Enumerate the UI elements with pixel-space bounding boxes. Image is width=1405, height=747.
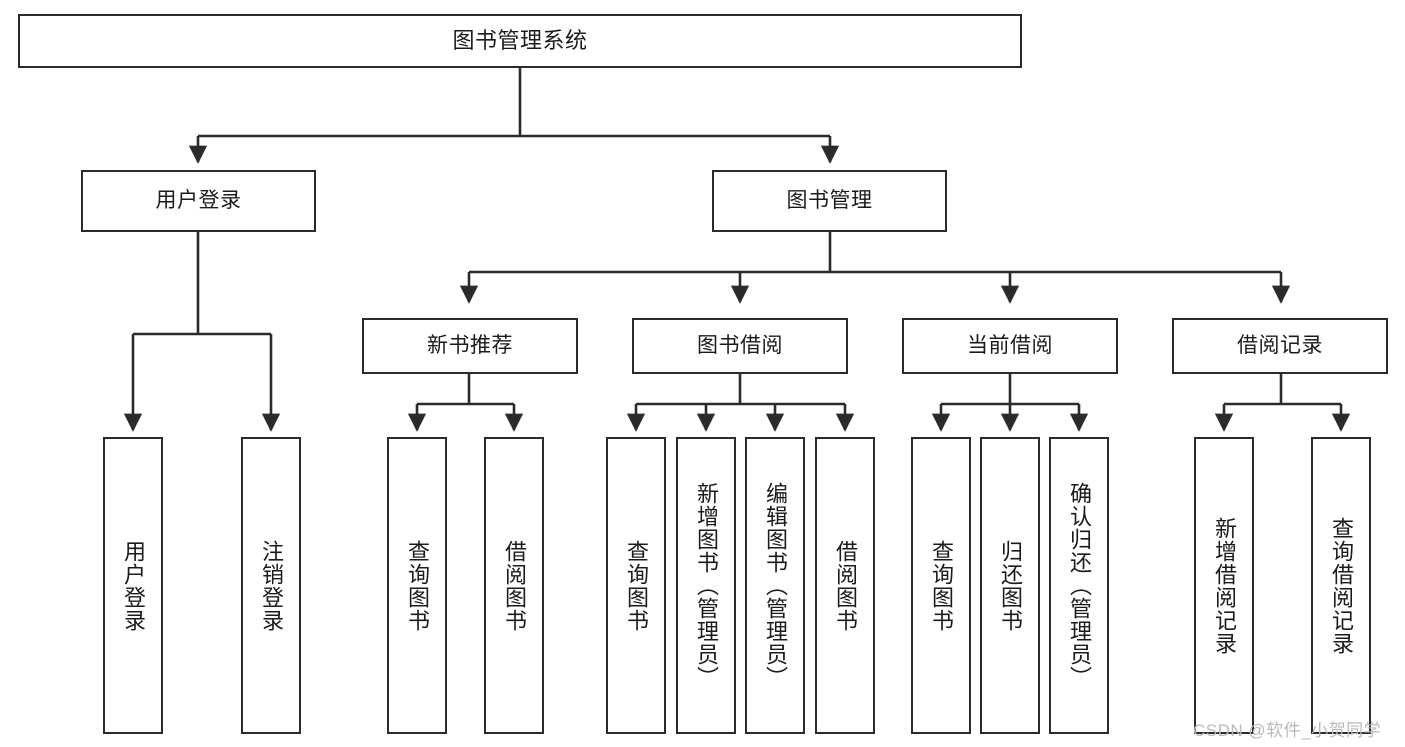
leaf-borrow-query-book[interactable]: 查询图书 — [606, 437, 666, 734]
node-new-book-recommend[interactable]: 新书推荐 — [362, 318, 578, 374]
node-label: 图书管理系统 — [452, 28, 588, 54]
node-label: 图书借阅 — [697, 333, 783, 357]
leaf-record-query-record[interactable]: 查询借阅记录 — [1311, 437, 1371, 734]
node-book-borrow[interactable]: 图书借阅 — [632, 318, 848, 374]
csdn-watermark: CSDN @软件_小贺同学 — [1193, 721, 1382, 740]
node-label: 查询图书 — [404, 539, 430, 632]
leaf-user-login-logout[interactable]: 注销登录 — [241, 437, 301, 734]
node-label: 确认归还（管理员） — [1066, 482, 1092, 689]
node-label: 借阅记录 — [1237, 333, 1323, 357]
node-root-system[interactable]: 图书管理系统 — [18, 14, 1022, 68]
node-label: 查询借阅记录 — [1328, 516, 1354, 655]
node-label: 用户登录 — [120, 539, 146, 632]
node-label: 新增借阅记录 — [1211, 516, 1237, 655]
node-borrow-record[interactable]: 借阅记录 — [1172, 318, 1388, 374]
node-label: 归还图书 — [997, 539, 1023, 632]
node-label: 查询图书 — [928, 539, 954, 632]
node-current-borrow[interactable]: 当前借阅 — [902, 318, 1118, 374]
node-label: 查询图书 — [623, 539, 649, 632]
leaf-current-return-book[interactable]: 归还图书 — [980, 437, 1040, 734]
leaf-record-add-record[interactable]: 新增借阅记录 — [1194, 437, 1254, 734]
node-label: 图书管理 — [786, 188, 873, 212]
node-label: 注销登录 — [258, 539, 284, 632]
node-book-management[interactable]: 图书管理 — [712, 170, 947, 232]
leaf-current-query-book[interactable]: 查询图书 — [911, 437, 971, 734]
leaf-new-book-borrow[interactable]: 借阅图书 — [484, 437, 544, 734]
leaf-borrow-borrow-book[interactable]: 借阅图书 — [815, 437, 875, 734]
node-label: 借阅图书 — [501, 539, 527, 632]
node-label: 新书推荐 — [427, 333, 513, 357]
leaf-new-book-query[interactable]: 查询图书 — [387, 437, 447, 734]
leaf-borrow-add-book[interactable]: 新增图书（管理员） — [676, 437, 736, 734]
node-label: 新增图书（管理员） — [693, 482, 719, 689]
node-label: 借阅图书 — [832, 539, 858, 632]
node-label: 当前借阅 — [967, 333, 1053, 357]
node-label: 用户登录 — [155, 188, 242, 212]
leaf-current-confirm-return[interactable]: 确认归还（管理员） — [1049, 437, 1109, 734]
node-user-login[interactable]: 用户登录 — [81, 170, 316, 232]
node-label: 编辑图书（管理员） — [762, 482, 788, 689]
leaf-borrow-edit-book[interactable]: 编辑图书（管理员） — [745, 437, 805, 734]
leaf-user-login-login[interactable]: 用户登录 — [103, 437, 163, 734]
